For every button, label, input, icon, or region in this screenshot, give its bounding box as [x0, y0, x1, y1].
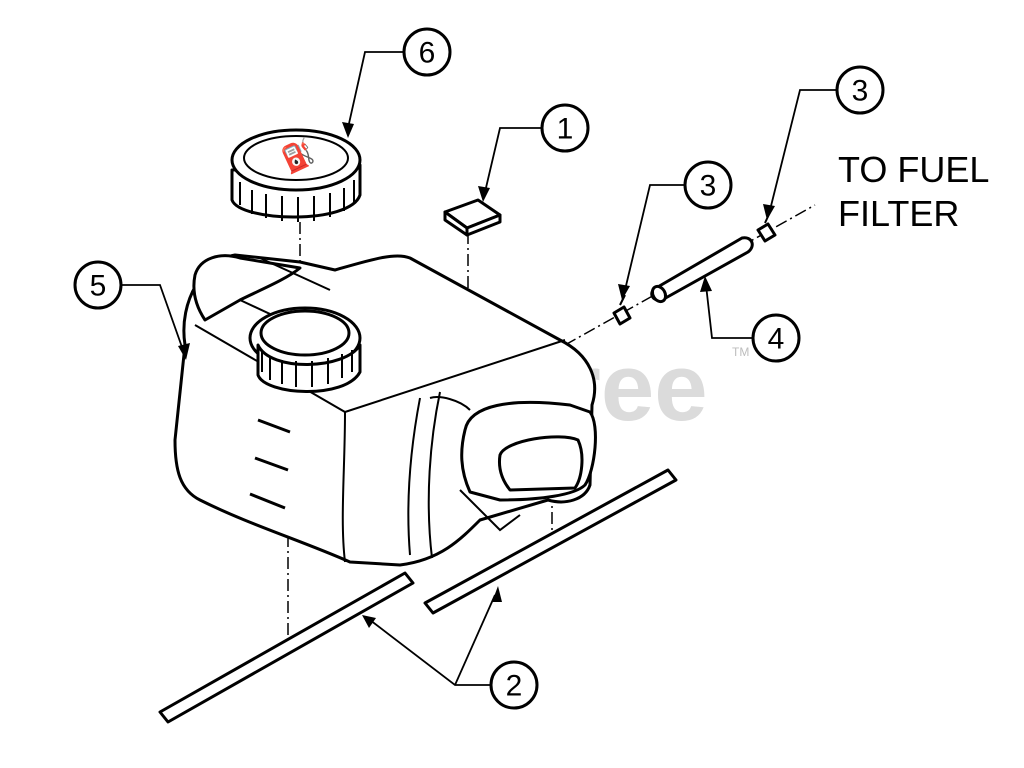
mounting-strip-right: [423, 468, 678, 615]
mounting-strip-left: [158, 571, 415, 724]
callout-3a-label: 3: [700, 170, 717, 203]
callout-2: 2: [489, 660, 539, 710]
callout-6: 6: [402, 27, 452, 77]
callout-5-label: 5: [90, 270, 107, 303]
callout-4-label: 4: [768, 323, 785, 356]
destination-label: TO FUEL FILTER: [838, 149, 989, 234]
fuel-line: [650, 236, 754, 304]
callout-4: 4: [751, 313, 801, 363]
callout-2-label: 2: [506, 670, 523, 703]
callout-6-label: 6: [419, 37, 436, 70]
callout-3-upper: 3: [835, 65, 885, 115]
callout-3b-label: 3: [852, 75, 869, 108]
callout-5: 5: [73, 260, 123, 310]
callout-1: 1: [540, 103, 590, 153]
watermark-trademark: TM: [732, 345, 749, 359]
hose-clamp-lower: [612, 294, 632, 326]
leader-lines: [122, 51, 836, 686]
fuel-cap: ⛽: [230, 128, 362, 222]
label-block: [443, 198, 502, 237]
destination-line-1: TO FUEL: [838, 149, 989, 190]
fuel-tank: [173, 253, 597, 567]
destination-line-2: FILTER: [838, 193, 959, 234]
callout-3-lower: 3: [683, 160, 733, 210]
callout-1-label: 1: [557, 113, 574, 146]
